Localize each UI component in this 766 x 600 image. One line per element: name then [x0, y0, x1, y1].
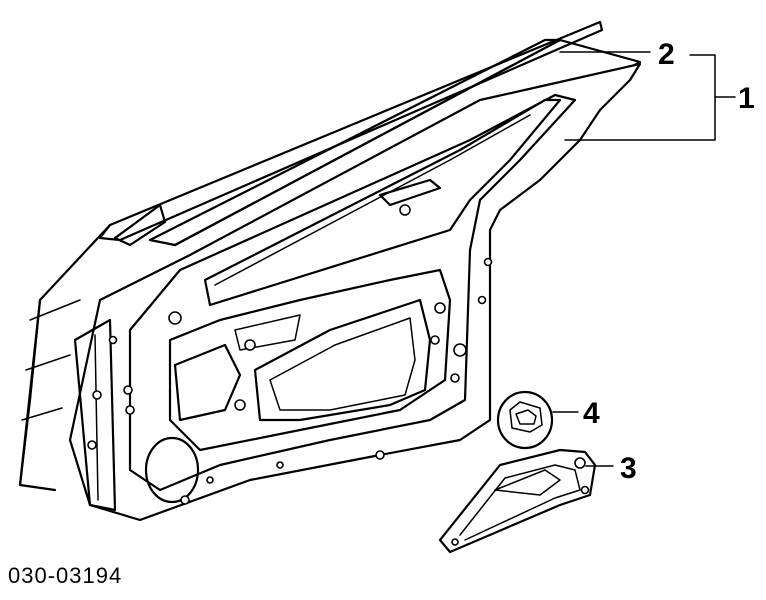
door-holes: [87, 204, 493, 505]
door-shell: [68, 62, 642, 522]
callout-4: 4: [583, 397, 600, 430]
leader-lines: [552, 51, 736, 467]
part-4-grommet: [496, 390, 554, 450]
callout-3: 3: [620, 452, 637, 485]
callout-2: 2: [658, 38, 675, 71]
car-body-outline: [18, 20, 604, 492]
callout-1: 1: [738, 82, 755, 115]
part-number-label: 030-03194: [8, 563, 122, 588]
part-3-bracket: [438, 448, 597, 554]
